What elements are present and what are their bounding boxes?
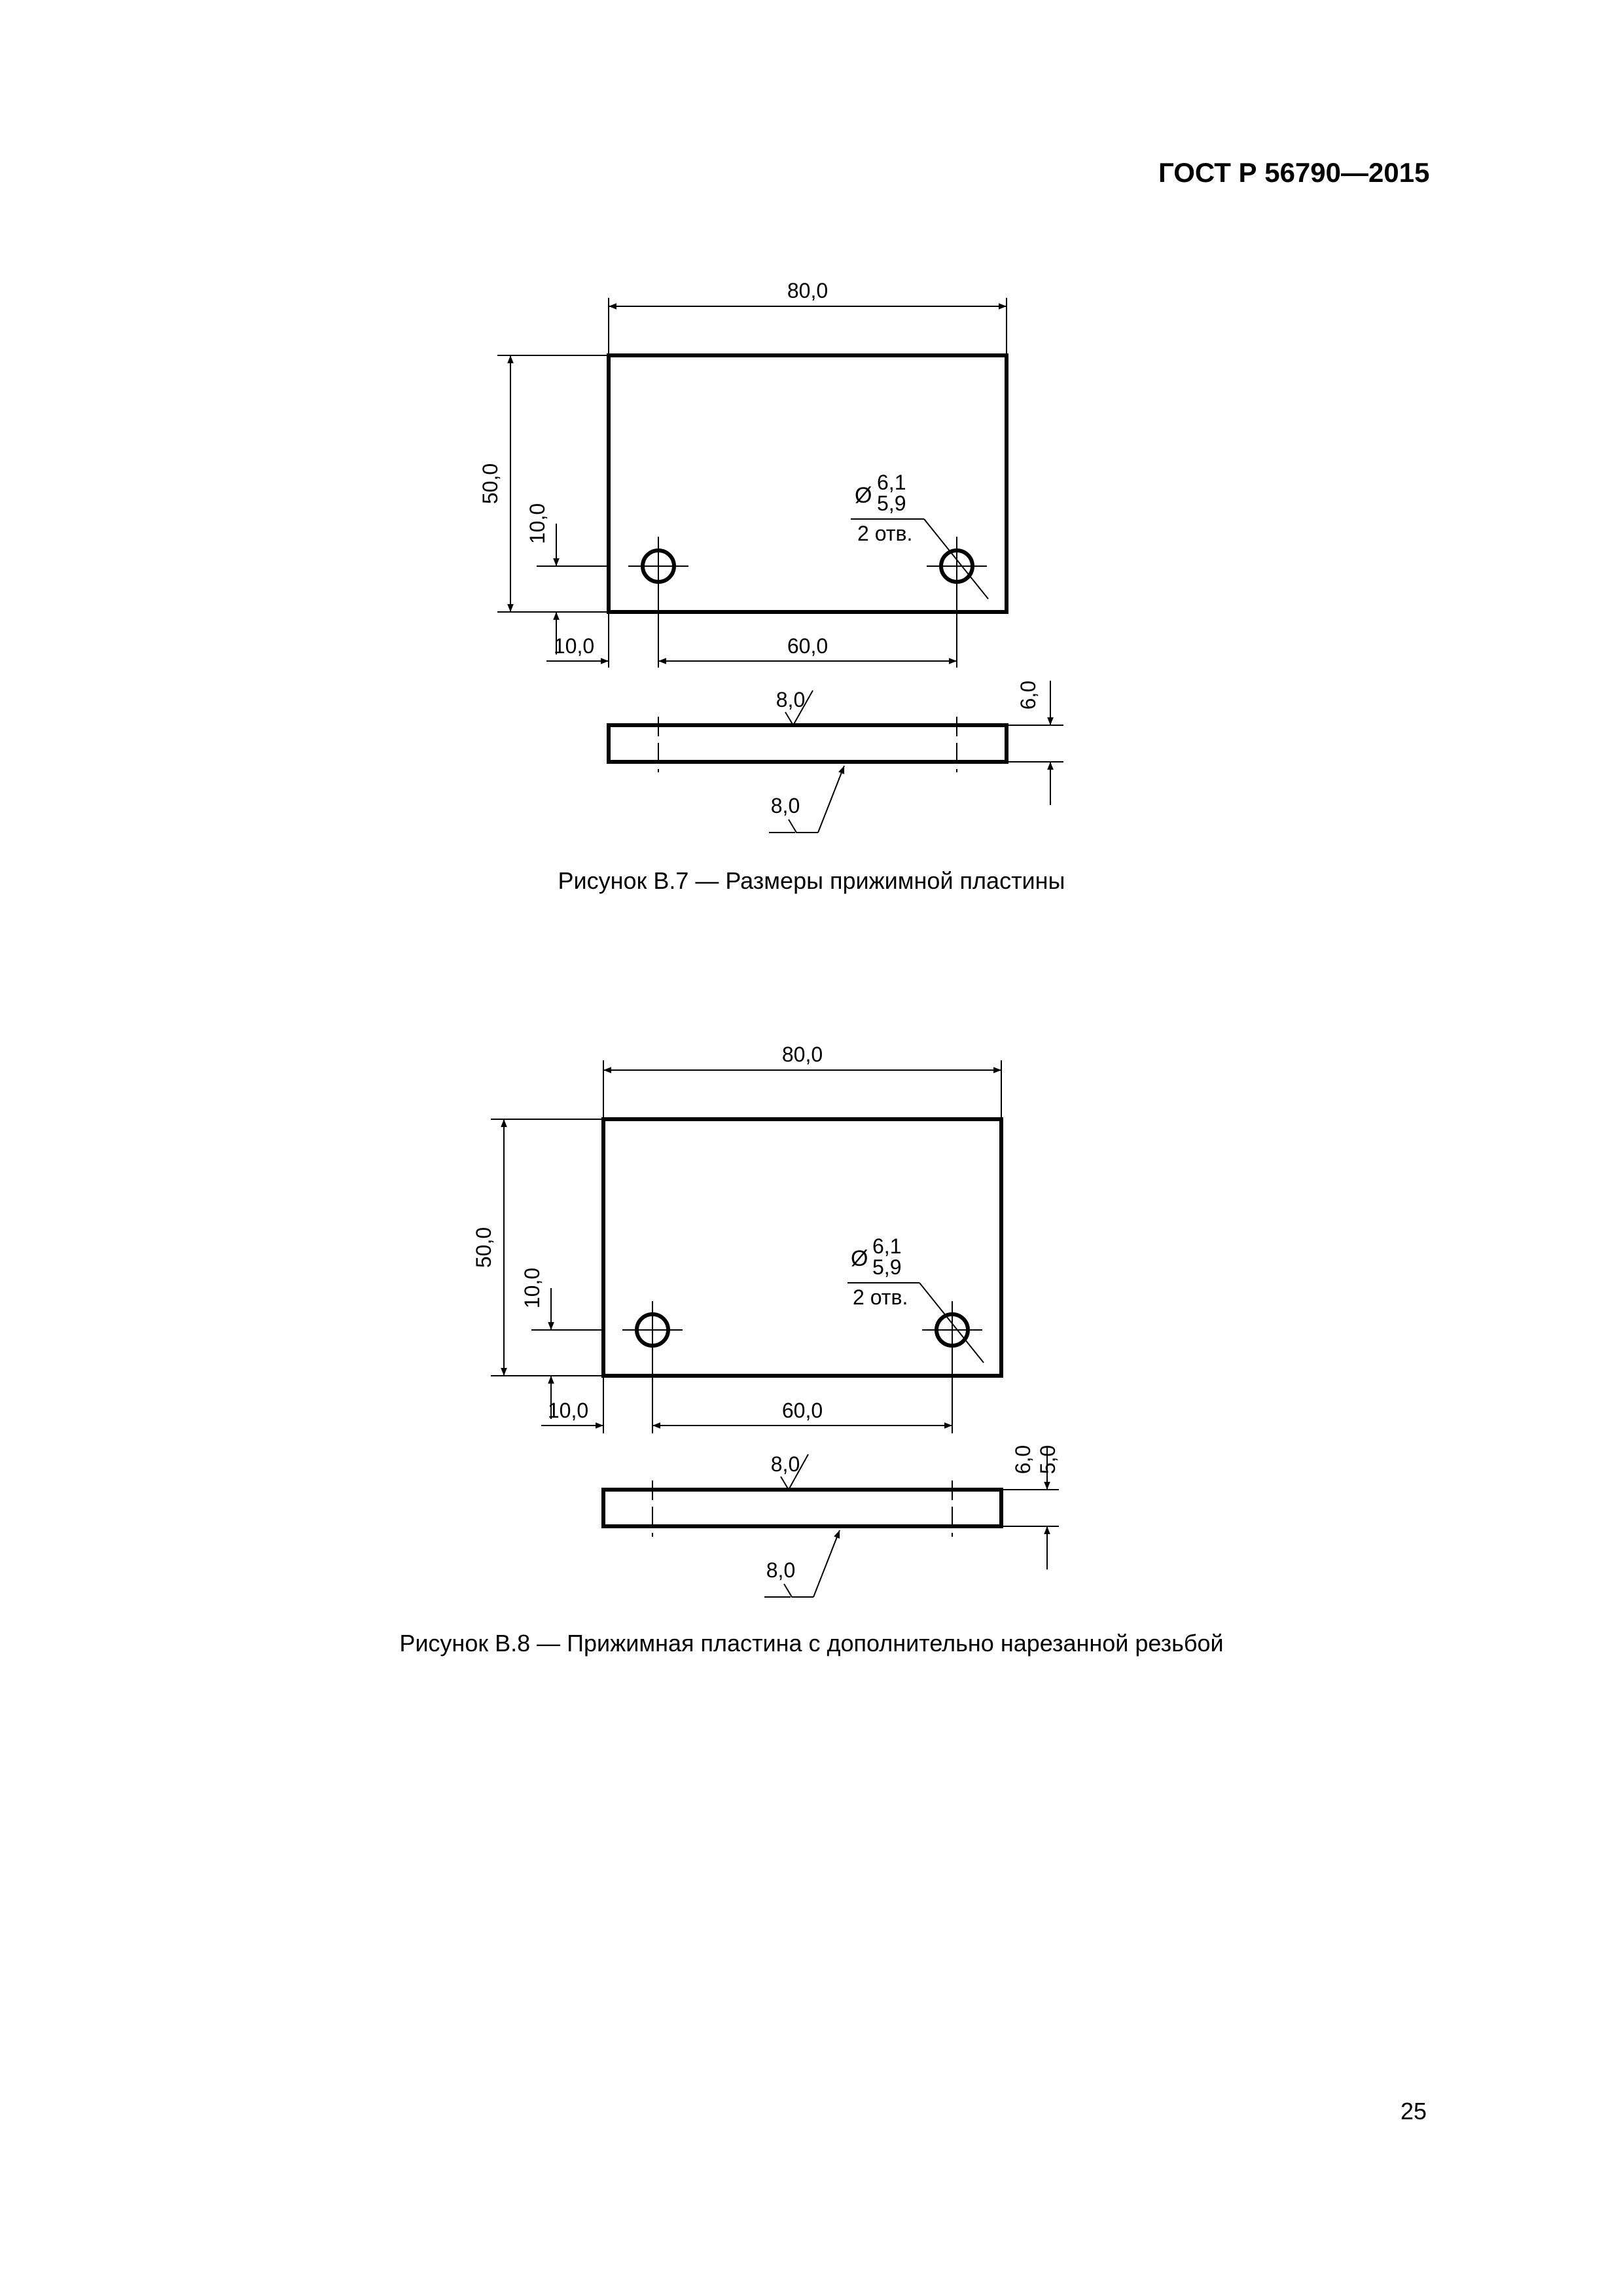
dim-thickness: 6,0 [1011,1445,1035,1474]
figure-b8: 80,0 50,0 10,0 Ø 6,1 5,9 2 отв. 10,0 60,… [0,982,1623,1702]
roughness-top: 8,0 [771,1452,800,1476]
dim-hole-offset-x: 10,0 [554,634,594,658]
roughness-bottom: 8,0 [771,794,800,817]
roughness-bottom: 8,0 [766,1558,795,1582]
figure-b7-drawing: 80,0 50,0 10,0 Ø 6,1 5,9 2 отв. 10,0 60,… [478,279,1063,833]
figure-b7: 80,0 50,0 10,0 Ø 6,1 5,9 2 отв. 10,0 60,… [0,0,1623,982]
plate-outline [601,1117,1003,1378]
dim-width: 80,0 [782,1043,823,1066]
plate-side-view [601,1488,1003,1528]
dim-thickness: 6,0 [1016,681,1040,709]
dim-width: 80,0 [787,279,828,302]
figure-caption: Рисунок В.8 — Прижимная пластина с допол… [399,1630,1224,1657]
diameter-icon: Ø [855,483,872,508]
roughness-top: 8,0 [776,688,805,711]
dim-hole-spacing: 60,0 [787,634,828,658]
dim-hole-offset-y: 10,0 [520,1268,544,1308]
page-number: 25 [1400,2098,1427,2125]
dim-hole-count: 2 отв. [857,522,912,545]
dim-hole-diameter-lower: 5,9 [877,492,906,515]
dim-hole-diameter-upper: 6,1 [877,471,906,494]
dim-hole-diameter-lower: 5,9 [872,1255,901,1279]
diameter-icon: Ø [851,1246,868,1271]
dim-hole-spacing: 60,0 [782,1399,823,1422]
dim-height: 50,0 [478,463,502,504]
dim-hole-diameter-upper: 6,1 [872,1234,901,1258]
dim-hole-count: 2 отв. [853,1285,908,1309]
dim-hole-offset-x: 10,0 [548,1399,588,1422]
plate-outline [607,353,1008,614]
plate-side-view [607,723,1008,764]
dim-thread-depth: 5,0 [1036,1445,1060,1474]
figure-b8-drawing: 80,0 50,0 10,0 Ø 6,1 5,9 2 отв. 10,0 60,… [472,1043,1060,1598]
dim-hole-offset-y: 10,0 [526,503,549,544]
dim-height: 50,0 [472,1227,495,1268]
figure-caption: Рисунок В.7 — Размеры прижимной пластины [558,867,1065,894]
document-header: ГОСТ Р 56790—2015 [1158,157,1430,188]
